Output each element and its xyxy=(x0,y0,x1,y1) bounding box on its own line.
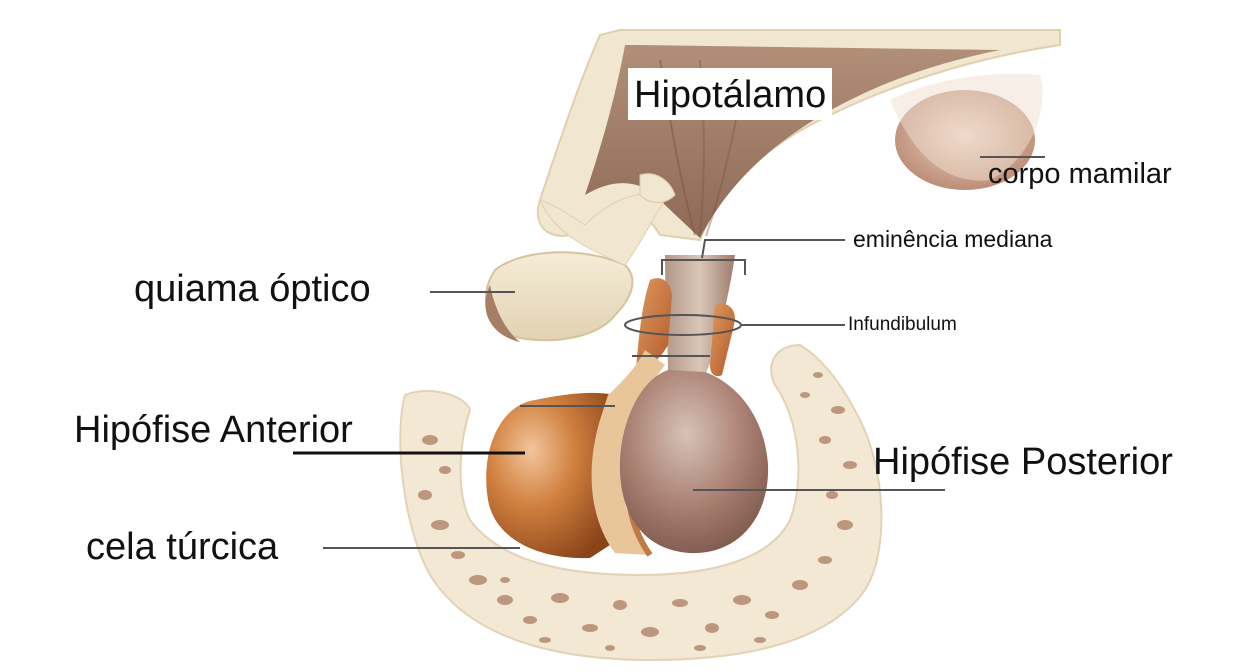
sella-turcica-bone xyxy=(399,343,883,662)
label-sella-turcica: cela túrcica xyxy=(86,526,279,568)
leader-lines xyxy=(293,156,1045,549)
label-median-eminence: eminência mediana xyxy=(853,226,1053,252)
label-hypothalamus: Hipotálamo xyxy=(628,68,833,120)
label-optic-chiasm: quiama óptico xyxy=(134,268,371,310)
optic-chiasm xyxy=(485,173,676,342)
label-anterior-pituitary: Hipófise Anterior xyxy=(74,409,353,451)
label-infundibulum: Infundibulum xyxy=(848,314,957,335)
posterior-pituitary-lobe xyxy=(619,370,769,554)
label-posterior-pituitary: Hipófise Posterior xyxy=(873,441,1173,483)
label-mammillary-body: corpo mamilar xyxy=(988,158,1172,190)
